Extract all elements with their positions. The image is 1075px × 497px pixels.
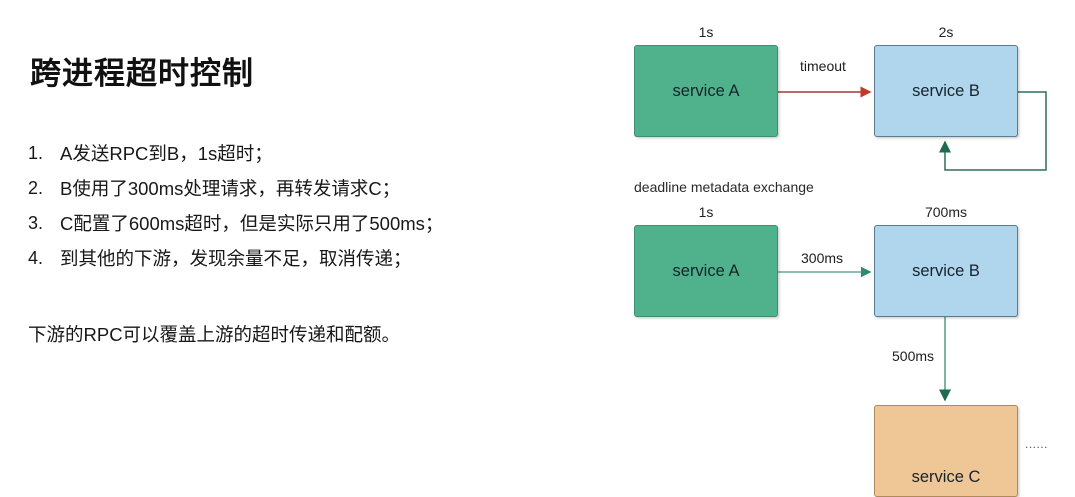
list-item-text: A发送RPC到B，1s超时； xyxy=(60,143,273,164)
list-item-text: 到其他的下游，发现余量不足，取消传递； xyxy=(60,248,412,269)
list-item: 4. 到其他的下游，发现余量不足，取消传递； xyxy=(28,242,498,275)
node-top-service-b[interactable]: service B xyxy=(874,45,1018,137)
node-label: service A xyxy=(672,81,740,100)
edge-label-top-timeout: timeout xyxy=(800,58,846,74)
node-bottom-service-a[interactable]: service A xyxy=(634,225,778,317)
capacity-label-bottom-service-a: 1s xyxy=(698,204,714,220)
page-title: 跨进程超时控制 xyxy=(30,56,254,91)
list-item: 2. B使用了300ms处理请求，再转发请求C； xyxy=(28,172,498,205)
capacity-label-top-service-b: 2s xyxy=(938,24,954,40)
node-label: service A xyxy=(672,261,740,280)
node-bottom-service-b[interactable]: service B xyxy=(874,225,1018,317)
edge-label-bottom-500ms: 500ms xyxy=(892,348,935,364)
node-label: service B xyxy=(912,261,980,280)
list-item-marker: 1. xyxy=(28,143,44,163)
numbered-bullet-list: 1. A发送RPC到B，1s超时； 2. B使用了300ms处理请求，再转发请求… xyxy=(28,137,498,277)
list-item-marker: 3. xyxy=(28,213,44,233)
diagram-connectors xyxy=(778,86,1047,402)
list-item-text: B使用了300ms处理请求，再转发请求C； xyxy=(60,178,401,199)
list-item: 3. C配置了600ms超时，但是实际只用了500ms； xyxy=(28,207,498,240)
node-bottom-service-c[interactable]: service C xyxy=(874,405,1018,497)
list-item-text: C配置了600ms超时，但是实际只用了500ms； xyxy=(60,213,444,234)
node-label: service B xyxy=(912,81,980,100)
capacity-label-bottom-service-b: 700ms xyxy=(924,204,968,220)
slide-text-panel: 跨进程超时控制 1. A发送RPC到B，1s超时； 2. B使用了300ms处理… xyxy=(28,56,498,345)
node-label: service C xyxy=(911,467,981,486)
ellipsis-marker: ...... xyxy=(1025,437,1049,451)
list-item: 1. A发送RPC到B，1s超时； xyxy=(28,137,498,170)
edge-top-b-self-loop xyxy=(939,91,1047,171)
architecture-diagram: 1s service A timeout 2s service B deadli… xyxy=(600,0,1075,497)
list-item-marker: 4. xyxy=(28,248,44,268)
edge-label-bottom-300ms: 300ms xyxy=(801,250,844,266)
node-top-service-a[interactable]: service A xyxy=(634,45,778,137)
deadline-metadata-exchange-note: deadline metadata exchange xyxy=(634,179,814,195)
capacity-label-top-service-a: 1s xyxy=(698,24,714,40)
closing-note: 下游的RPC可以覆盖上游的超时传递和配额。 xyxy=(28,324,401,345)
list-item-marker: 2. xyxy=(28,178,44,198)
